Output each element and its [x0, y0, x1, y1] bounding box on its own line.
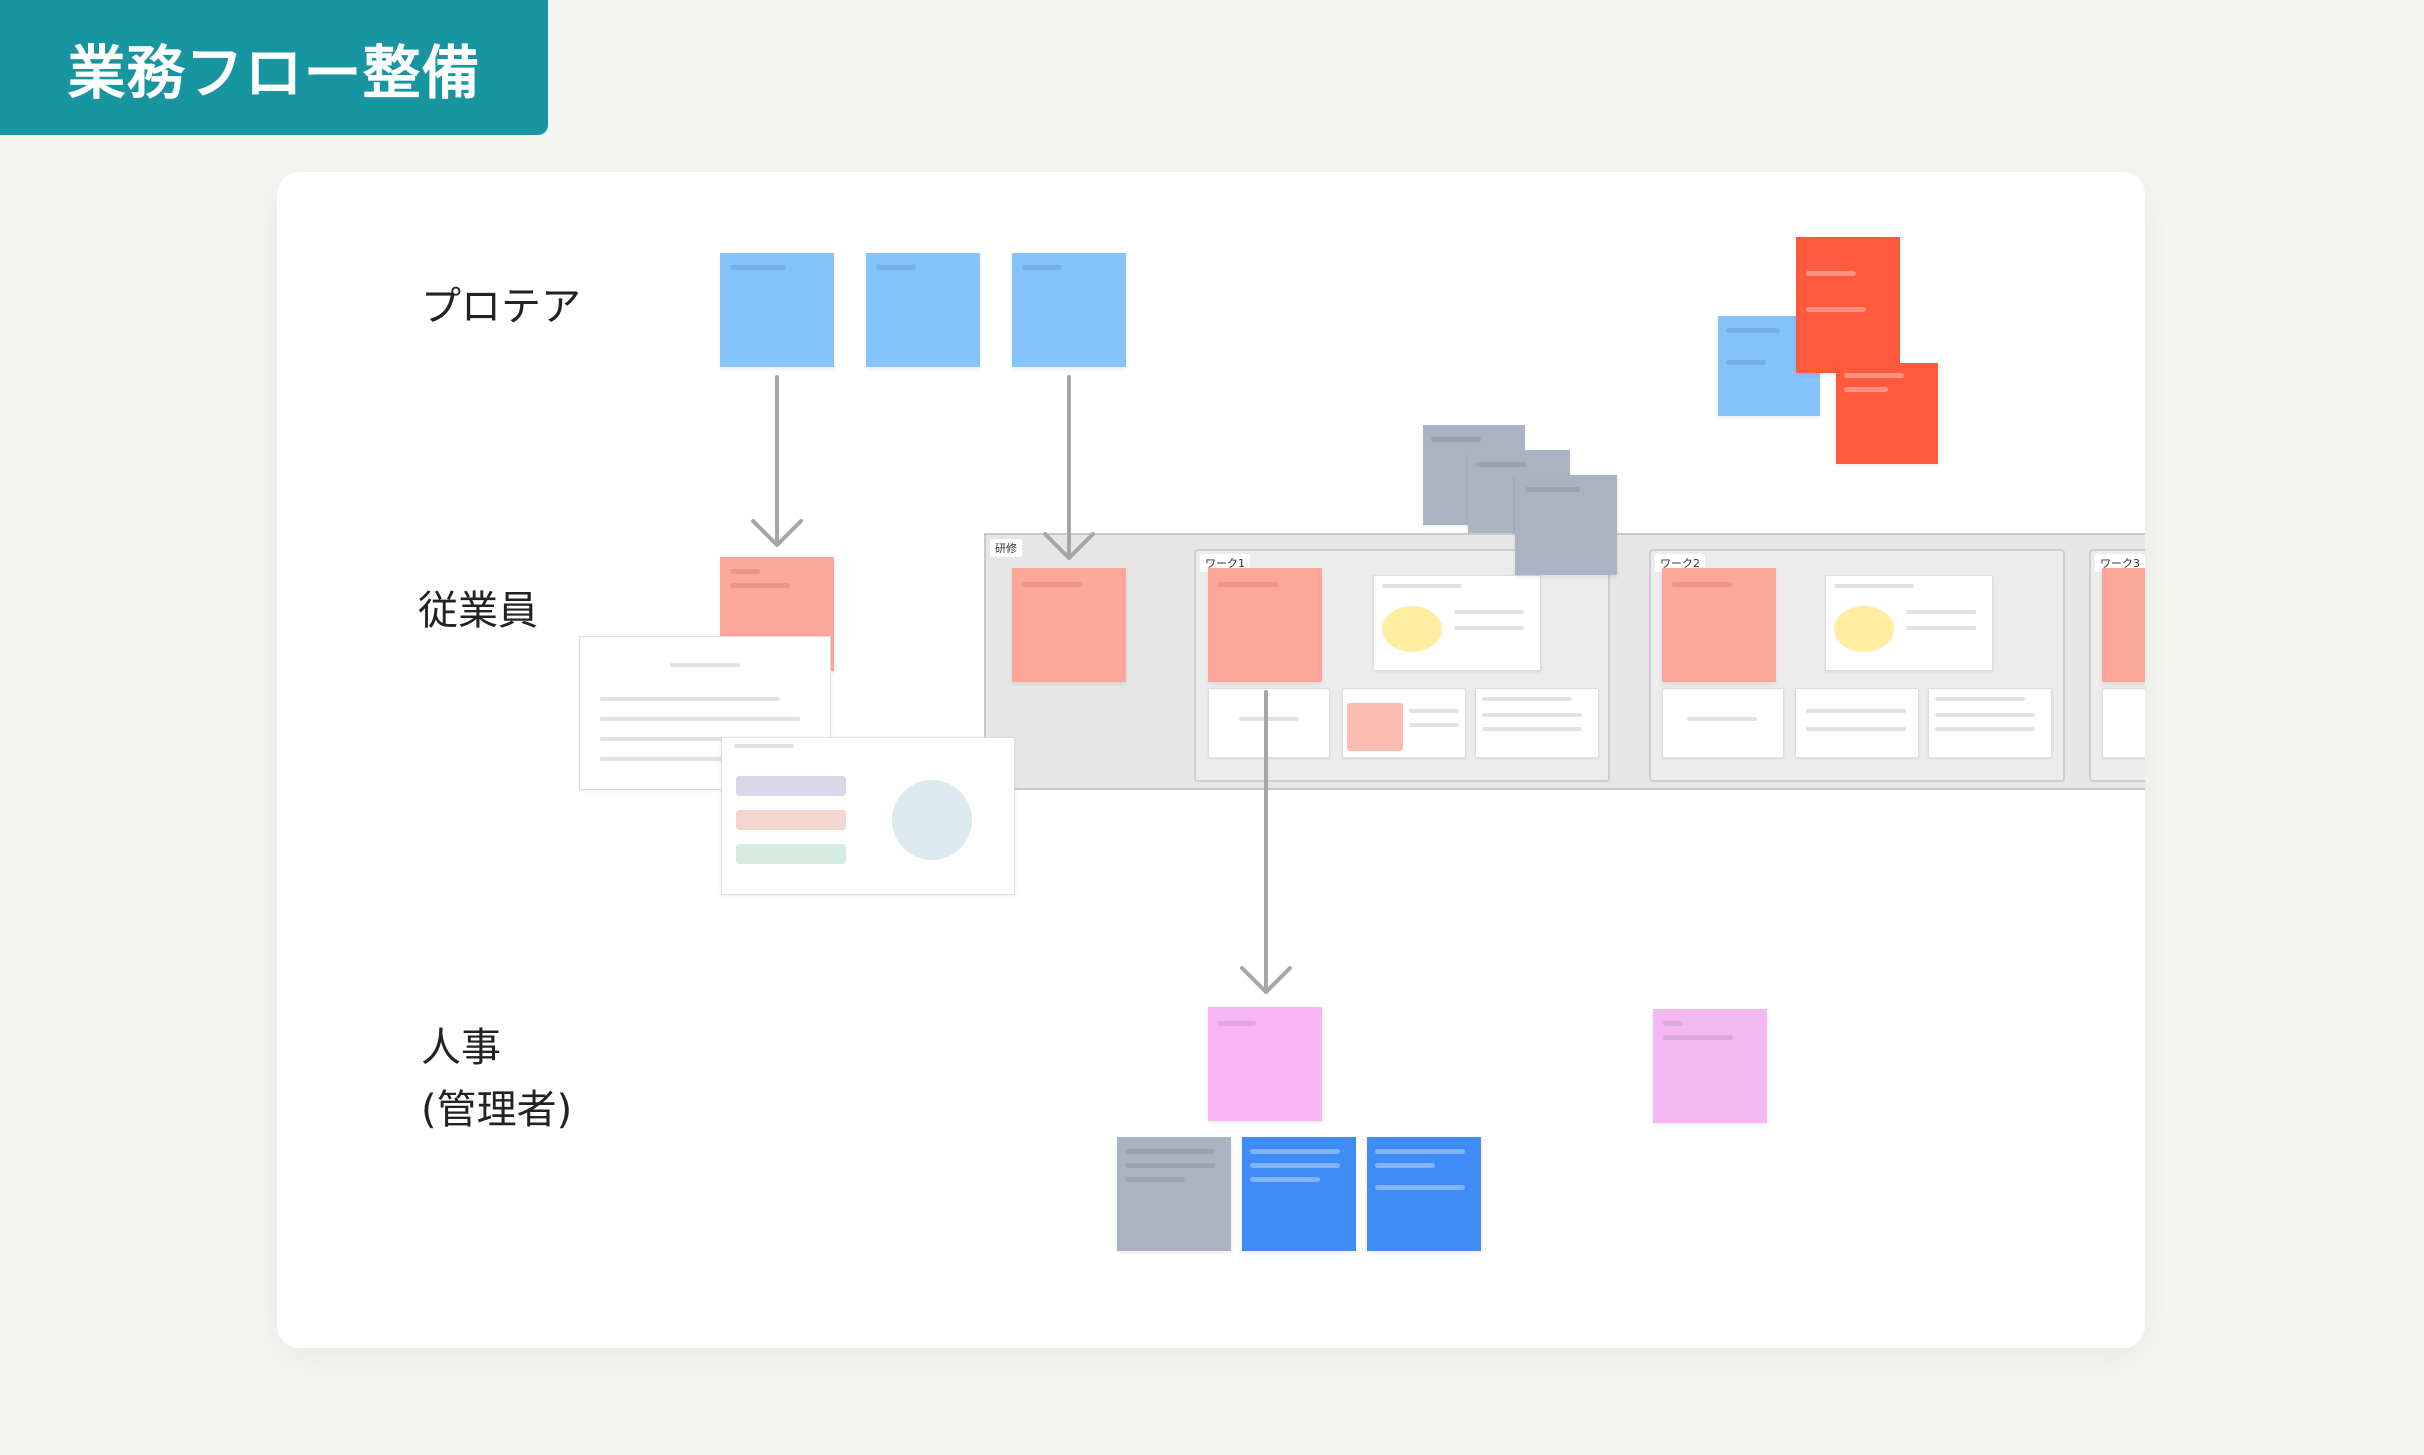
page-title-tag: 業務フロー整備 [0, 0, 548, 135]
doc-thumbnail-work1-a[interactable] [1373, 575, 1541, 671]
sticky-note-protea-1[interactable] [720, 253, 834, 367]
flow-arrows [751, 375, 1292, 994]
sticky-note-cluster-red-2[interactable] [1836, 363, 1938, 464]
doc-thumbnail-work1-c[interactable] [1342, 688, 1466, 758]
sticky-note-protea-2[interactable] [866, 253, 980, 367]
sticky-note-protea-3[interactable] [1012, 253, 1126, 367]
doc-thumbnail-work1-d[interactable] [1475, 688, 1599, 758]
lane-label-hr-admin: 人事 (管理者) [421, 1025, 573, 1133]
doc-thumbnail-work1-b[interactable] [1208, 688, 1330, 758]
frame-training-label: 研修 [990, 539, 1022, 557]
doc-thumbnail-work2-a[interactable] [1825, 575, 1993, 671]
sticky-note-hr-1[interactable] [1208, 1007, 1322, 1121]
doc-thumbnail-work3[interactable] [2102, 688, 2145, 758]
arrow-protea-to-training-head [1043, 532, 1095, 560]
frame-work-1-label: ワーク1 [1200, 554, 1250, 572]
arrow-work1-to-hr-head [1240, 966, 1292, 994]
sticky-note-work3[interactable] [2102, 568, 2145, 682]
sticky-note-training-1[interactable] [1012, 568, 1126, 682]
sticky-note-gray-stack-3-front[interactable] [1515, 475, 1617, 575]
sticky-note-work2[interactable] [1662, 568, 1776, 682]
page-title: 業務フロー整備 [67, 38, 481, 107]
whiteboard-canvas[interactable]: プロテア 従業員 人事 (管理者) 研修 ワーク1 [277, 172, 2145, 1348]
frame-work-2-label: ワーク2 [1655, 554, 1705, 572]
sticky-note-work1[interactable] [1208, 568, 1322, 682]
sticky-note-cluster-red-1[interactable] [1796, 237, 1900, 373]
lane-label-employee: 従業員 [418, 588, 538, 634]
frame-work-3-label: ワーク3 [2095, 554, 2145, 572]
sticky-note-hr-gray[interactable] [1117, 1137, 1231, 1251]
sticky-note-hr-blue-1[interactable] [1242, 1137, 1356, 1251]
app-screenshot-dashboard[interactable] [721, 737, 1015, 895]
doc-thumbnail-work2-d[interactable] [1928, 688, 2052, 758]
sticky-note-hr-blue-2[interactable] [1367, 1137, 1481, 1251]
doc-thumbnail-work2-b[interactable] [1662, 688, 1784, 758]
doc-thumbnail-work2-c[interactable] [1795, 688, 1919, 758]
sticky-note-hr-2[interactable] [1653, 1009, 1767, 1123]
lane-label-protea: プロテア [421, 284, 581, 330]
arrow-protea-to-employee-head [751, 519, 803, 547]
